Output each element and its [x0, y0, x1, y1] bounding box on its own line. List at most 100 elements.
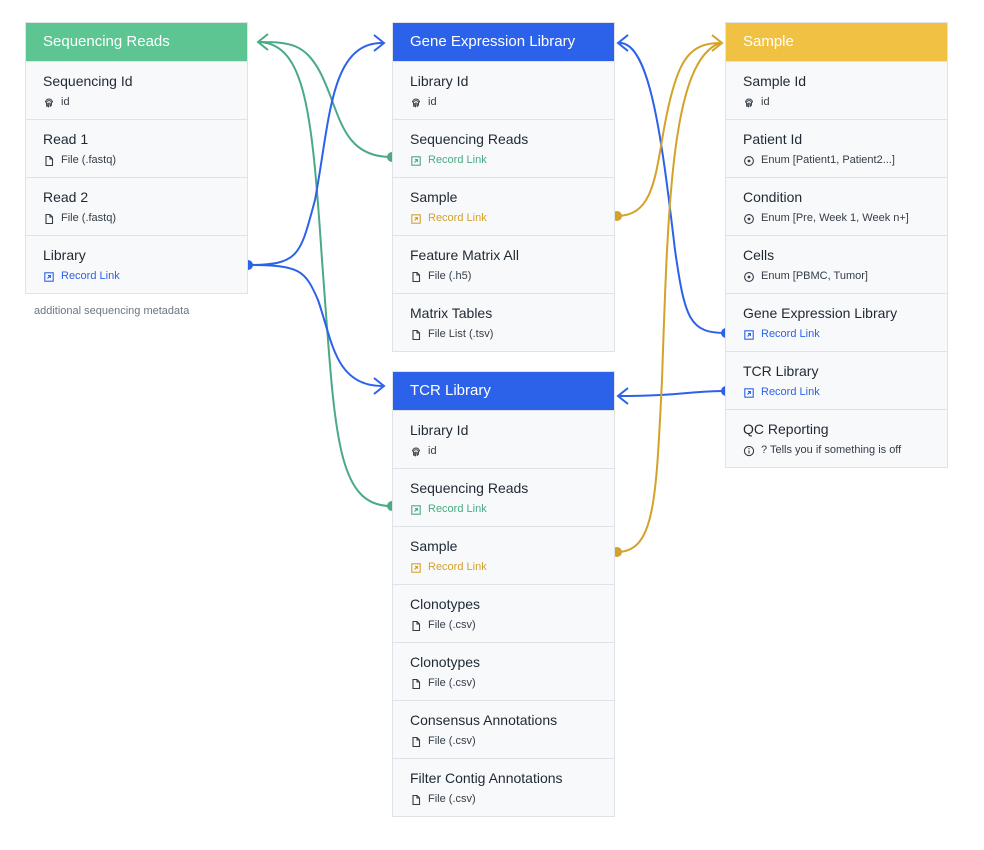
field-type: id: [410, 96, 614, 109]
field-name: Consensus Annotations: [410, 712, 558, 728]
file-icon: [410, 620, 422, 632]
enum-icon: [743, 155, 755, 167]
gene-expression-library-header[interactable]: Gene Expression Library: [393, 23, 614, 61]
record-link-icon: [410, 562, 422, 574]
arrow-tcr-in: [373, 377, 386, 395]
field-name: Gene Expression Library: [743, 305, 898, 321]
field-type-label[interactable]: Record Link: [761, 386, 820, 398]
field-type-label: Enum [Patient1, Patient2...]: [761, 154, 895, 166]
field-type: Record Link: [743, 328, 947, 341]
field-type-label[interactable]: Record Link: [428, 503, 487, 515]
field-type: Record Link: [410, 561, 614, 574]
field-type-label: id: [428, 445, 437, 457]
field-type-label[interactable]: Record Link: [761, 328, 820, 340]
field-type: File (.csv): [410, 677, 614, 690]
file-icon: [410, 329, 422, 341]
arrow-gel-from-sample: [616, 34, 629, 52]
link-gel-sequencing-to-sequencing-reads: [259, 41, 392, 158]
record-link-icon: [743, 329, 755, 341]
sample-header[interactable]: Sample: [726, 23, 947, 61]
field-type: File List (.tsv): [410, 328, 614, 341]
field-name: Filter Contig Annotations: [410, 770, 563, 786]
field-type: Enum [Patient1, Patient2...]: [743, 154, 947, 167]
arrow-sample-in: [711, 34, 724, 52]
field-type: id: [743, 96, 947, 109]
field-type: File (.csv): [410, 619, 614, 632]
sequencing-reads-header[interactable]: Sequencing Reads: [26, 23, 247, 61]
file-icon: [410, 736, 422, 748]
file-icon: [410, 794, 422, 806]
field-type: Enum [PBMC, Tumor]: [743, 270, 947, 283]
arrow-gel-in: [373, 34, 386, 52]
field-type-label: File (.h5): [428, 270, 472, 282]
field-type-label: File (.csv): [428, 619, 476, 631]
field-type: id: [43, 96, 247, 109]
field-type-label: Enum [Pre, Week 1, Week n+]: [761, 212, 909, 224]
field-type-label: File (.csv): [428, 793, 476, 805]
link-sequencing-library-to-tcr: [247, 264, 383, 387]
tcr-library-header[interactable]: TCR Library: [393, 372, 614, 410]
field-type-label[interactable]: Record Link: [61, 270, 120, 282]
field-name: Cells: [743, 247, 775, 263]
link-tcr-sample-to-sample: [616, 42, 721, 553]
field-name: Library Id: [410, 73, 469, 89]
field-type: File (.fastq): [43, 154, 247, 167]
field-type-label[interactable]: Record Link: [428, 154, 487, 166]
field-name: Condition: [743, 189, 803, 205]
link-gel-sample-to-sample: [616, 42, 721, 217]
field-type-label[interactable]: Record Link: [428, 561, 487, 573]
arrow-tcr-from-sample: [616, 387, 629, 405]
link-tcr-sequencing-to-sequencing-reads: [259, 41, 392, 507]
link-sequencing-library-to-gel: [247, 42, 383, 266]
field-type: File (.h5): [410, 270, 614, 283]
field-type: Enum [Pre, Week 1, Week n+]: [743, 212, 947, 225]
field-sequencing-id[interactable]: Sequencing Id id: [26, 61, 247, 119]
field-library-id[interactable]: Library Id id: [393, 410, 614, 468]
field-type: ? Tells you if something is off: [743, 444, 947, 457]
field-type: File (.csv): [410, 735, 614, 748]
field-library-id[interactable]: Library Id id: [393, 61, 614, 119]
field-name: Clonotypes: [410, 596, 481, 612]
field-type: id: [410, 445, 614, 458]
field-type: Record Link: [43, 270, 247, 283]
field-name: Library Id: [410, 422, 469, 438]
field-name: Clonotypes: [410, 654, 481, 670]
field-type-label: File (.fastq): [61, 212, 117, 224]
enum-icon: [743, 213, 755, 225]
field-name: Sample: [410, 189, 458, 205]
record-link-icon: [743, 387, 755, 399]
field-type-label: ? Tells you if something is off: [761, 444, 902, 456]
field-qc-reporting[interactable]: QC Reporting? Tells you if something is …: [726, 409, 947, 467]
field-name: Sequencing Id: [43, 73, 133, 89]
file-icon: [43, 155, 55, 167]
field-type: Record Link: [410, 154, 614, 167]
fingerprint-icon: [743, 97, 755, 109]
field-type-label: id: [428, 96, 437, 108]
field-type: File (.csv): [410, 793, 614, 806]
field-type-label: File (.fastq): [61, 154, 117, 166]
field-type-label[interactable]: Record Link: [428, 212, 487, 224]
